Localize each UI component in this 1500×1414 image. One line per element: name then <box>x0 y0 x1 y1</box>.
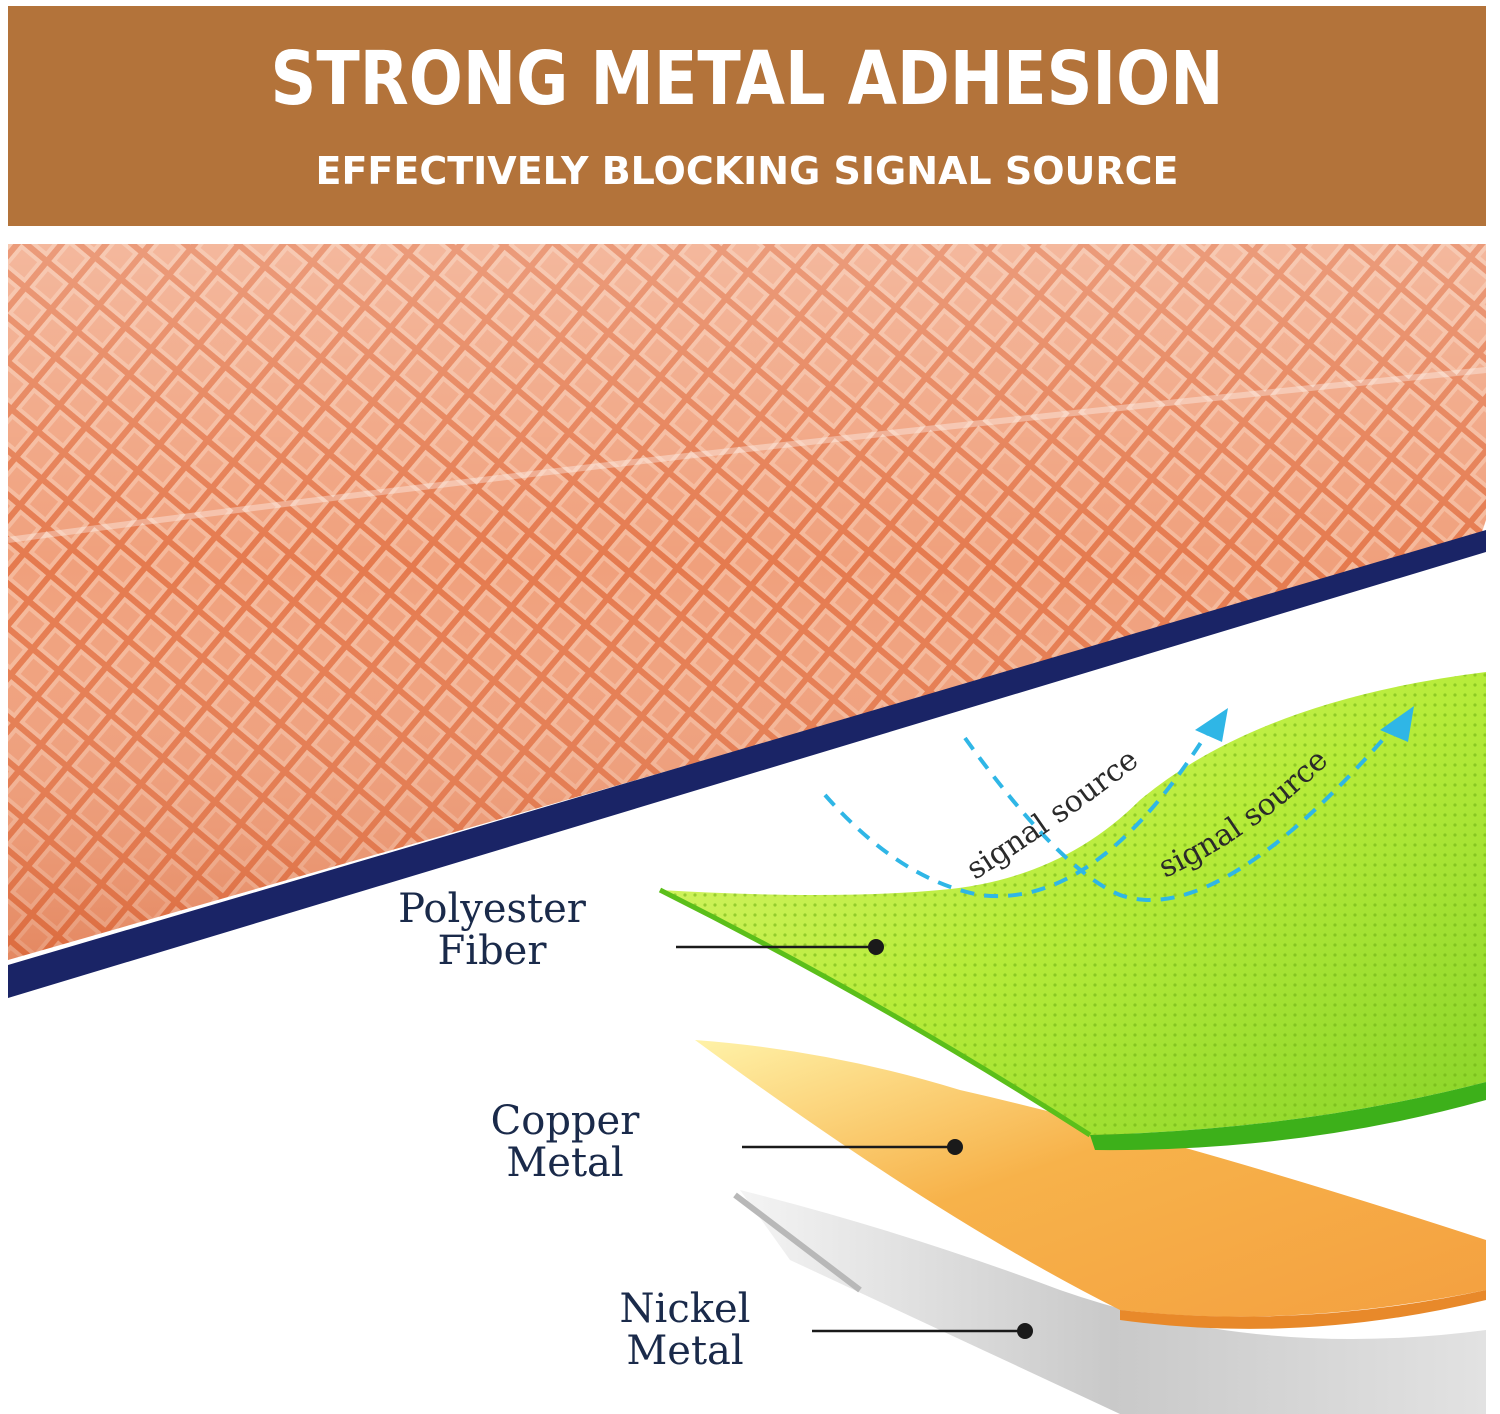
banner-title: STRONG METAL ADHESION <box>270 36 1224 122</box>
banner-subtitle: EFFECTIVELY BLOCKING SIGNAL SOURCE <box>315 149 1179 193</box>
signal-arrows <box>823 718 1402 902</box>
divider-band <box>8 530 1486 998</box>
label-nickel-metal: Nickel Metal <box>605 1288 765 1372</box>
arrowhead-icon <box>1380 706 1414 742</box>
label-line: Nickel <box>619 1286 751 1332</box>
label-line: Copper <box>490 1098 640 1144</box>
label-line: Metal <box>626 1328 744 1374</box>
nickel-layer <box>733 1190 1486 1414</box>
label-line: Metal <box>506 1140 624 1186</box>
leader-dot <box>1017 1323 1033 1339</box>
copper-mesh-image <box>7 244 1487 960</box>
arrowhead-icon <box>1195 708 1228 742</box>
copper-layer <box>695 1040 1486 1329</box>
leader-lines <box>676 945 1025 1333</box>
leader-dot <box>868 939 884 955</box>
label-line: Polyester <box>398 886 586 932</box>
header-banner: STRONG METAL ADHESION EFFECTIVELY BLOCKI… <box>8 6 1486 226</box>
label-line: Fiber <box>437 928 547 974</box>
label-copper-metal: Copper Metal <box>480 1100 650 1184</box>
label-polyester-fiber: Polyester Fiber <box>392 888 592 972</box>
leader-dot <box>947 1139 963 1155</box>
polyester-layer <box>658 672 1486 1151</box>
